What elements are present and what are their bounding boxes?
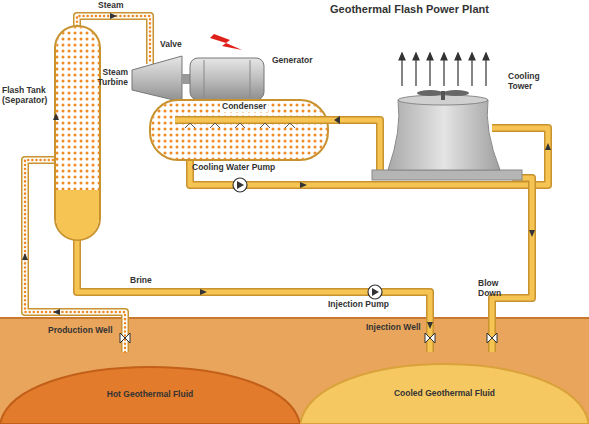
ground: [0, 318, 589, 424]
part-label: Brine: [130, 276, 152, 286]
part-label: Cooling Tower: [508, 72, 548, 92]
title: Geothermal Flash Power Plant: [330, 3, 489, 15]
flow-arrows: [22, 13, 551, 329]
part-label: Steam: [98, 1, 124, 11]
part-label: Valve: [160, 40, 182, 50]
generator: [190, 34, 264, 100]
well-valves: [120, 333, 497, 343]
part-label: Generator: [272, 56, 313, 66]
part-label: Injection Well: [366, 323, 421, 333]
condenser: [150, 100, 340, 160]
vapor-arrows: [399, 53, 489, 86]
part-label: Flash Tank (Separator): [2, 86, 52, 106]
reservoir-shape: [300, 364, 589, 424]
part-label: Steam Turbine: [88, 68, 128, 88]
part-label: Injection Pump: [328, 300, 389, 310]
electricity-bolt: [210, 34, 242, 50]
reservoir-outline: [0, 346, 300, 424]
part-label: Condenser: [220, 102, 268, 112]
reservoir-label: Hot Geothermal Fluid: [107, 389, 193, 399]
reservoir-shape: [0, 367, 300, 424]
reservoir-outline: [300, 342, 589, 424]
flash-tank: [55, 26, 100, 240]
part-label: Production Well: [48, 326, 113, 336]
steam-pipes: [25, 16, 150, 352]
ground-line: [0, 317, 589, 319]
reservoir-label: Cooled Geothermal Fluid: [394, 388, 495, 398]
reservoir: Cooled Geothermal Fluid: [300, 342, 589, 424]
cooling-tower: [372, 53, 522, 180]
part-label: Cooling Water Pump: [192, 163, 275, 173]
steam-turbine: [132, 56, 190, 102]
part-label: Blow Down: [478, 279, 523, 299]
pumps: [233, 178, 382, 299]
reservoir: Hot Geothermal Fluid: [0, 346, 300, 424]
